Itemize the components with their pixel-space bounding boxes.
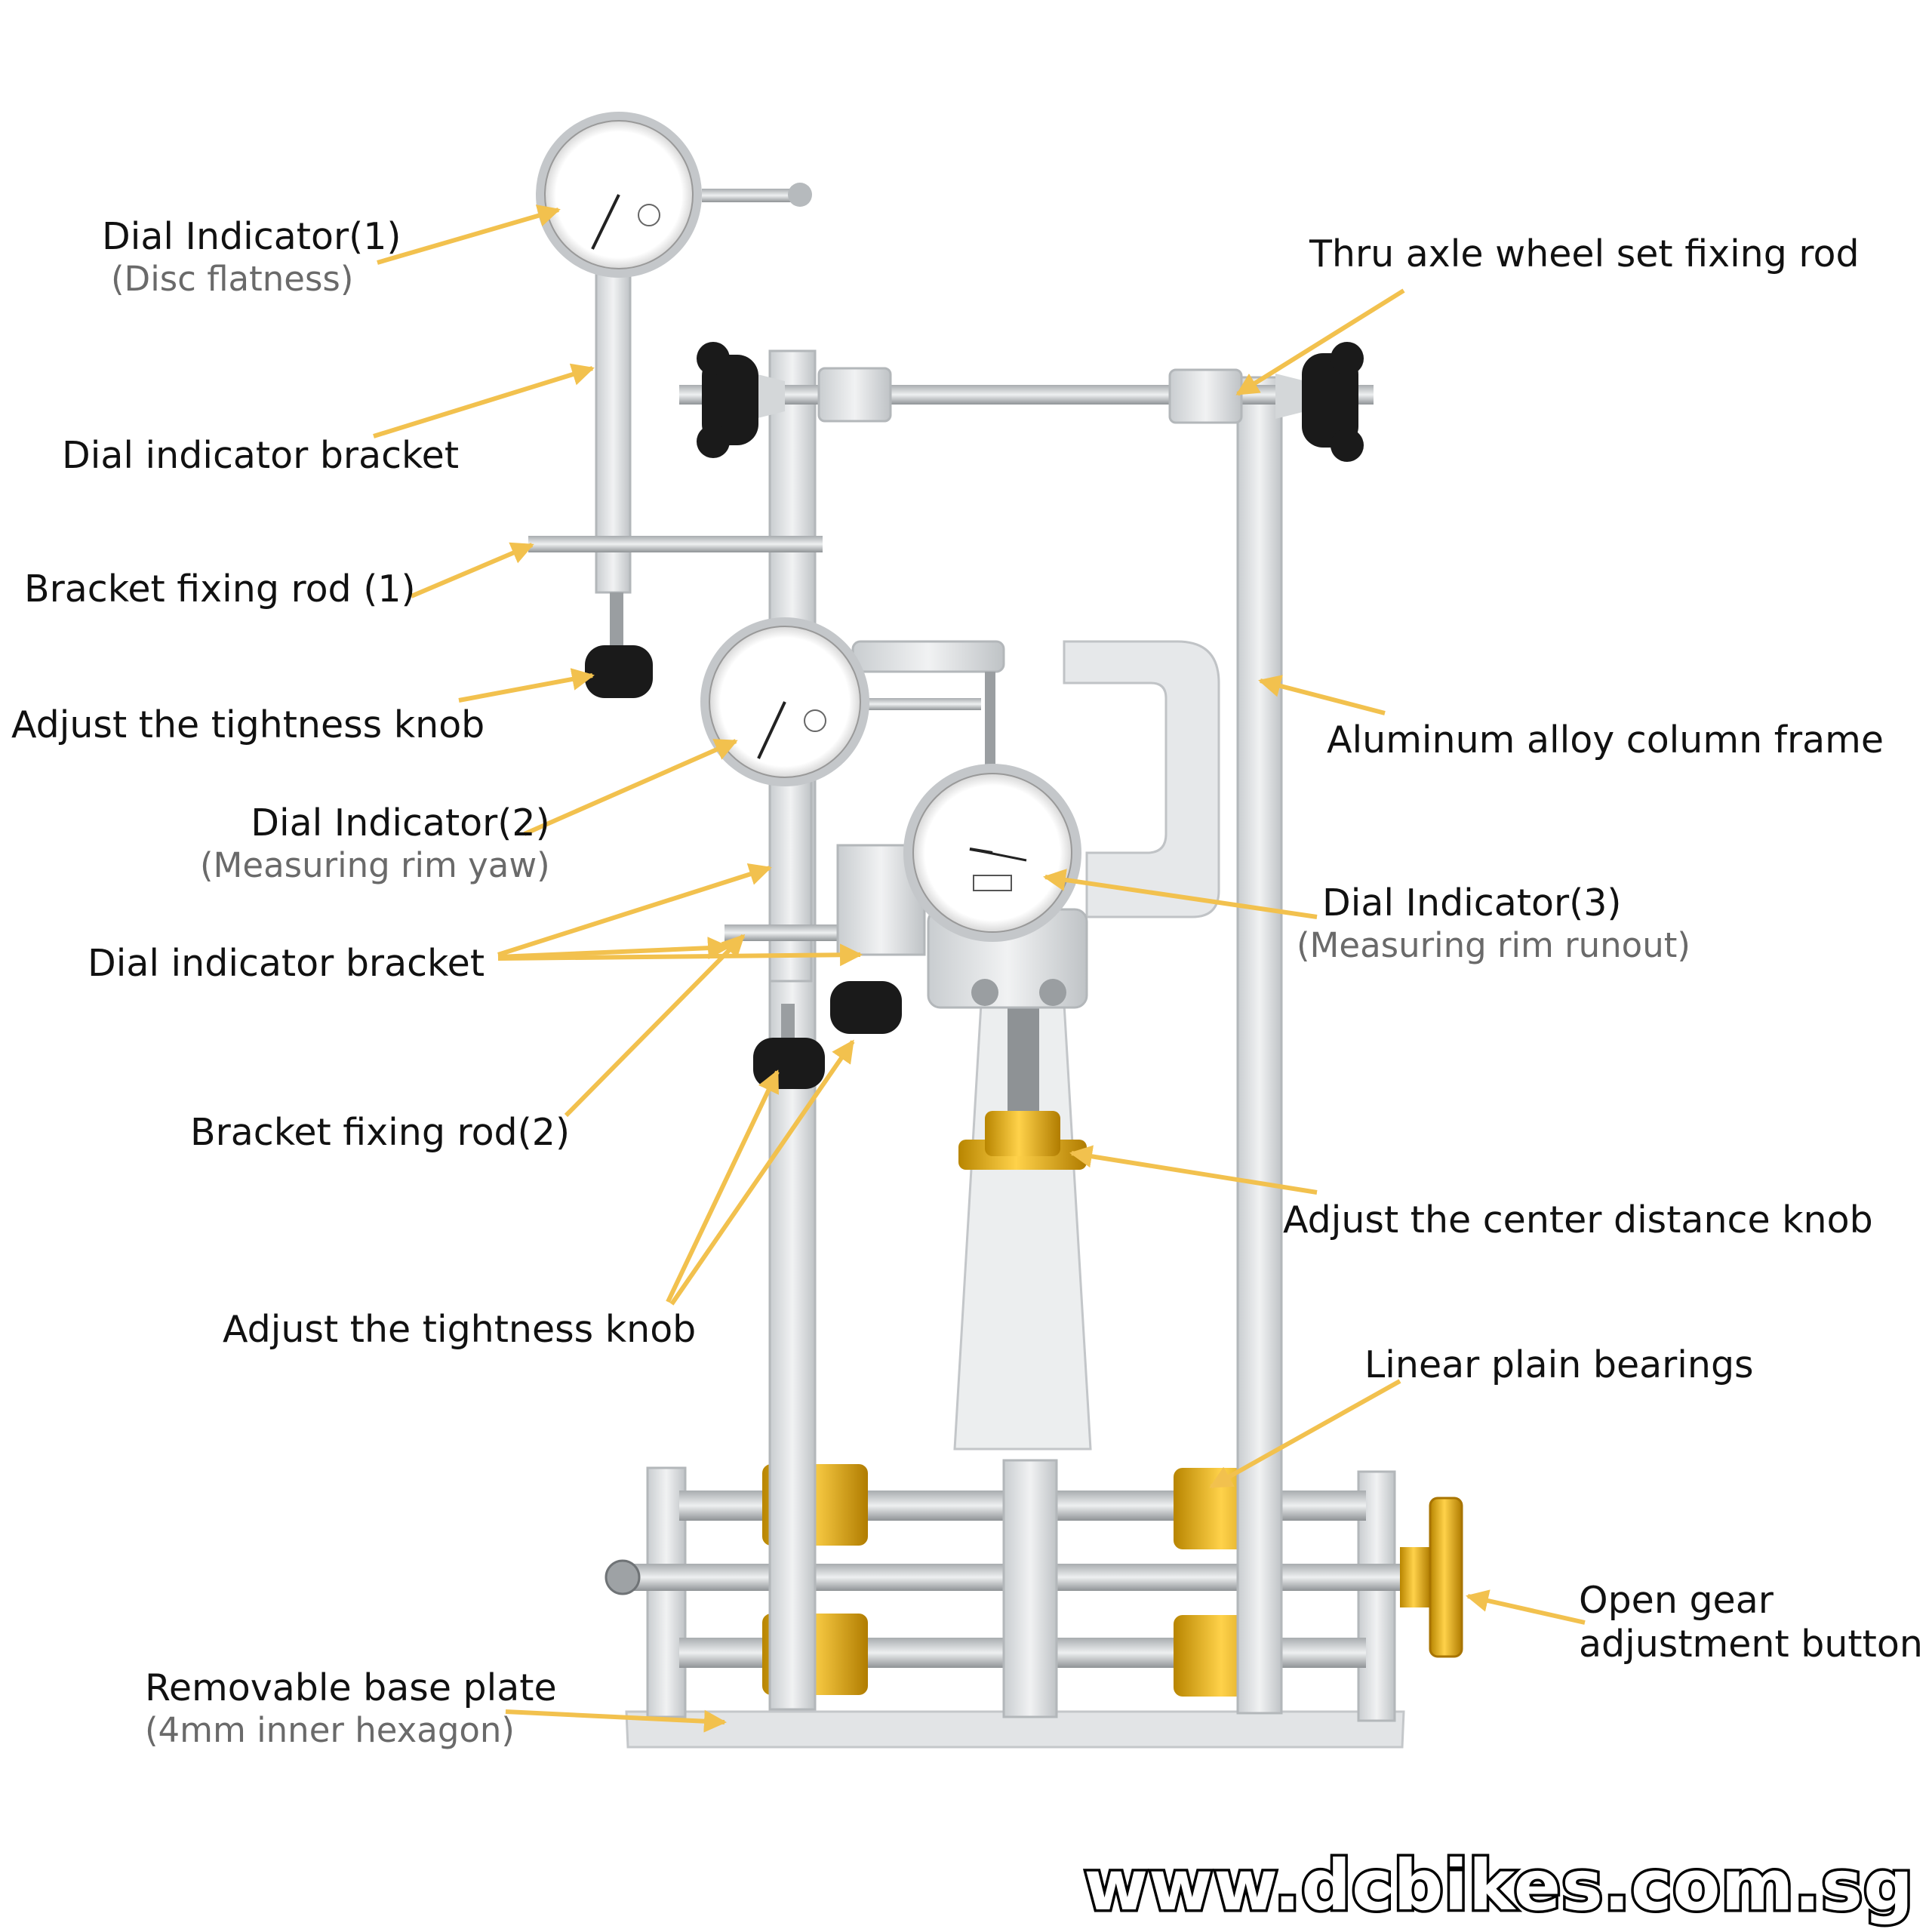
base-block-right — [1357, 1470, 1396, 1722]
label-removable-base-plate-sub: (4mm inner hexagon) — [145, 1709, 515, 1750]
label-dial-indicator-3-title: Dial Indicator(3) — [1322, 881, 1622, 924]
label-dial-indicator-1: Dial Indicator(1) (Disc flatness) — [102, 215, 401, 299]
label-adjust-knob-bottom-text: Adjust the tightness knob — [223, 1308, 697, 1351]
label-bracket-fixing-rod-2: Bracket fixing rod(2) — [190, 1111, 570, 1155]
label-center-distance-knob-text: Adjust the center distance knob — [1283, 1198, 1873, 1241]
knob-stem-top — [610, 592, 623, 645]
right-column — [1236, 376, 1283, 1715]
label-dial-indicator-3: Dial Indicator(3) (Measuring rim runout) — [1297, 881, 1690, 965]
label-dial-indicator-1-sub: (Disc flatness) — [111, 258, 354, 299]
dial-indicator-bracket-mid — [768, 753, 813, 983]
label-open-gear-line2: adjustment button — [1579, 1622, 1923, 1666]
axle-cone-left — [755, 374, 785, 419]
tightness-knob-lower-left — [753, 1038, 825, 1089]
label-dial-indicator-bracket-mid: Dial indicator bracket — [88, 942, 485, 986]
label-dial-indicator-3-sub: (Measuring rim runout) — [1297, 924, 1690, 965]
label-bracket-fixing-rod-1-text: Bracket fixing rod (1) — [24, 568, 416, 611]
dial-2-stem — [868, 698, 981, 710]
axle-collar-left — [817, 367, 892, 423]
label-dial-indicator-bracket-mid-text: Dial indicator bracket — [88, 942, 485, 985]
watermark-url: www.dcbikes.com.sg — [1081, 1843, 1916, 1929]
label-removable-base-plate-title: Removable base plate — [145, 1666, 557, 1709]
label-bracket-fixing-rod-1: Bracket fixing rod (1) — [24, 568, 416, 611]
label-dial-indicator-2: Dial Indicator(2) (Measuring rim yaw) — [200, 801, 550, 885]
tightness-knob-lower-right — [830, 981, 902, 1034]
label-dial-indicator-bracket-top: Dial indicator bracket — [62, 434, 459, 478]
label-center-distance-knob: Adjust the center distance knob — [1283, 1198, 1873, 1242]
rod-nut — [605, 1559, 641, 1595]
label-linear-bearings: Linear plain bearings — [1364, 1343, 1754, 1387]
axle-collar-right — [1168, 368, 1243, 424]
label-open-gear-button: Open gear adjustment button — [1579, 1579, 1923, 1666]
label-adjust-knob-bottom: Adjust the tightness knob — [223, 1308, 696, 1352]
label-thru-axle-rod: Thru axle wheel set fixing rod — [1309, 232, 1860, 276]
base-block-left — [646, 1466, 687, 1718]
label-adjust-knob-top: Adjust the tightness knob — [11, 703, 485, 747]
mount-screw-right — [1039, 979, 1066, 1006]
axle-knob-left — [697, 342, 758, 458]
callout-arrows — [373, 205, 1586, 1733]
dial-indicator-1 — [536, 112, 812, 278]
label-linear-bearings-text: Linear plain bearings — [1364, 1343, 1754, 1386]
label-removable-base-plate: Removable base plate (4mm inner hexagon) — [145, 1666, 557, 1750]
axle-knob-right — [1302, 342, 1364, 462]
label-dial-indicator-2-title: Dial Indicator(2) — [251, 801, 550, 844]
label-dial-indicator-2-sub: (Measuring rim yaw) — [200, 844, 550, 885]
label-column-frame-text: Aluminum alloy column frame — [1327, 718, 1884, 761]
dial-2-probe — [985, 672, 995, 777]
runout-c-frame — [1063, 640, 1220, 918]
center-distance-knob — [958, 1111, 1087, 1170]
mount-screw-left — [971, 979, 998, 1006]
tightness-knob-top — [585, 645, 653, 698]
label-bracket-fixing-rod-2-text: Bracket fixing rod(2) — [190, 1111, 571, 1154]
dial-indicator-3 — [903, 764, 1081, 942]
dial-indicator-2 — [700, 617, 869, 786]
dial-2-arm — [851, 640, 1005, 673]
label-column-frame: Aluminum alloy column frame — [1327, 718, 1884, 762]
open-gear-adjustment-button — [1400, 1497, 1463, 1658]
label-open-gear-line1: Open gear — [1579, 1579, 1774, 1622]
base-plate — [625, 1710, 1405, 1749]
label-dial-indicator-1-title: Dial Indicator(1) — [102, 215, 401, 258]
label-dial-indicator-bracket-top-text: Dial indicator bracket — [62, 434, 460, 477]
bracket-fixing-rod-1 — [528, 536, 823, 552]
label-thru-axle-rod-text: Thru axle wheel set fixing rod — [1309, 232, 1860, 275]
center-base-block — [1002, 1459, 1058, 1718]
axle-cone-right — [1275, 374, 1306, 419]
label-adjust-knob-top-text: Adjust the tightness knob — [11, 703, 485, 746]
